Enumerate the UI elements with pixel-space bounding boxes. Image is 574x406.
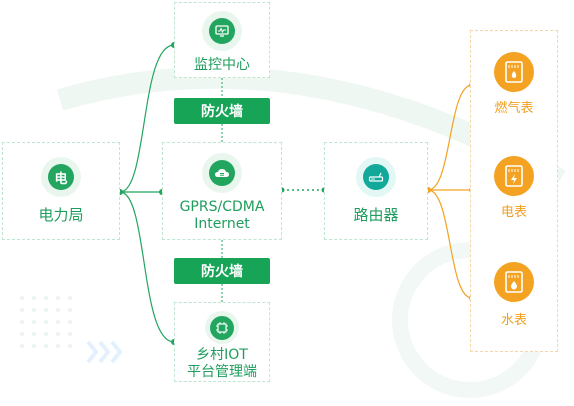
meter-electric: 电表	[484, 156, 544, 221]
meter-gas: 燃气表	[484, 52, 544, 117]
power-bureau-label: 电力局	[38, 206, 84, 224]
electric-meter-label: 电表	[500, 205, 527, 220]
node-gprs-internet: GPRS/CDMA Internet	[162, 142, 282, 240]
chevron-decoration	[86, 340, 123, 364]
line-router-to-gas	[427, 84, 473, 191]
monitor-center-label: 监控中心	[194, 57, 250, 73]
router-icon	[356, 157, 396, 197]
gas-meter-icon	[494, 52, 534, 92]
water-meter-label: 水表	[500, 313, 527, 328]
cloud-icon	[202, 153, 242, 193]
chip-icon	[205, 311, 239, 344]
meter-water: 水表	[484, 262, 544, 329]
electric-meter-icon	[494, 156, 534, 196]
line-router-to-water	[427, 189, 473, 299]
village-iot-label-line2: 平台管理端	[187, 364, 257, 380]
node-monitor-center: 监控中心	[174, 2, 270, 78]
village-iot-label-line1: 乡村IOT	[196, 347, 248, 363]
monitor-icon	[202, 11, 242, 51]
node-village-iot: 乡村IOT 平台管理端	[174, 302, 270, 382]
node-power-bureau: 电 电力局	[2, 142, 120, 240]
power-icon: 电	[41, 157, 81, 197]
water-meter-icon	[494, 262, 534, 302]
firewall-bottom: 防火墙	[174, 258, 270, 284]
router-label: 路由器	[353, 206, 399, 224]
gprs-label-line2: Internet	[194, 216, 250, 232]
gas-meter-label: 燃气表	[494, 101, 534, 116]
node-router: 路由器	[324, 142, 428, 240]
line-power-to-monitor	[119, 44, 175, 193]
dot-grid-decoration	[20, 296, 72, 348]
gprs-label-line1: GPRS/CDMA	[179, 199, 265, 215]
firewall-top: 防火墙	[174, 98, 270, 124]
line-power-to-iot	[119, 191, 175, 343]
